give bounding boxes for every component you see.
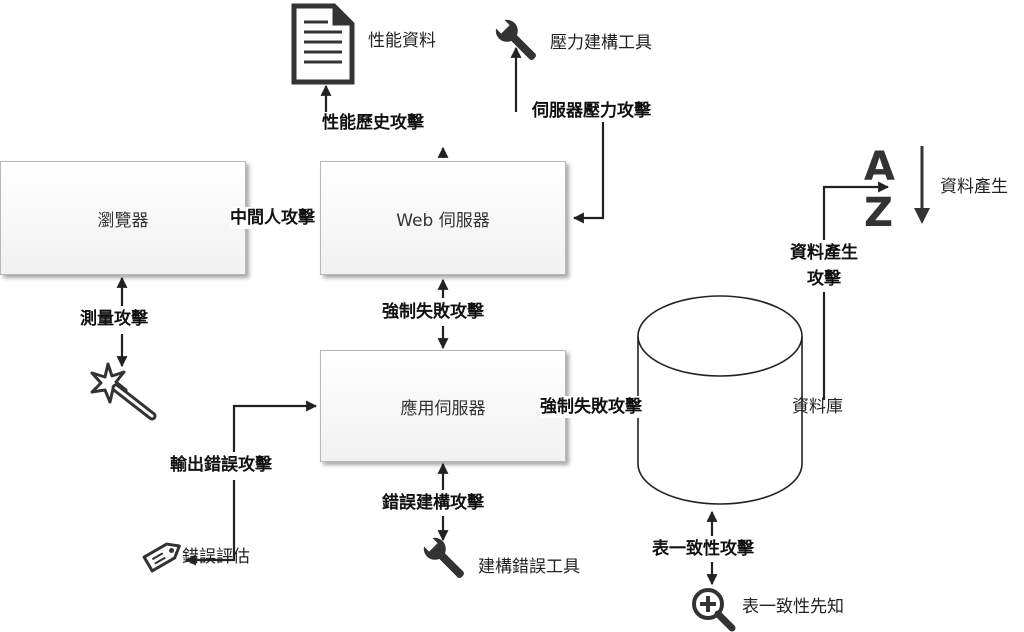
tag-icon bbox=[142, 542, 181, 573]
caption-database: 資料庫 bbox=[792, 397, 843, 417]
label-perf-history-attack: 性能歷史攻擊 bbox=[322, 112, 424, 134]
zoom-in-icon bbox=[692, 588, 736, 632]
caption-error-eval: 錯誤評估 bbox=[182, 547, 250, 567]
browser-label: 瀏覽器 bbox=[97, 210, 149, 231]
edge-output-error bbox=[184, 480, 236, 566]
a-z-sort-icon: A Z bbox=[864, 144, 930, 228]
label-output-error-attack: 輸出錯誤攻擊 bbox=[170, 454, 272, 476]
label-mitm-attack: 中間人攻擊 bbox=[230, 207, 315, 229]
caption-data-gen: 資料產生 bbox=[940, 177, 1008, 197]
browser-node: 瀏覽器 bbox=[0, 161, 246, 275]
wrench-icon bbox=[493, 17, 536, 60]
wrench-icon bbox=[421, 535, 464, 578]
caption-build-error-tool: 建構錯誤工具 bbox=[478, 557, 580, 577]
document-icon bbox=[291, 3, 355, 85]
web-server-node: Web 伺服器 bbox=[320, 161, 566, 275]
label-forced-fail-db: 強制失敗攻擊 bbox=[540, 396, 642, 418]
web-server-label: Web 伺服器 bbox=[396, 210, 490, 231]
label-data-gen-attack-line2: 攻擊 bbox=[807, 269, 841, 289]
caption-stress-tool: 壓力建構工具 bbox=[550, 33, 652, 53]
label-measurement-attack: 測量攻擊 bbox=[80, 308, 148, 330]
label-server-stress-attack: 伺服器壓力攻擊 bbox=[532, 100, 651, 122]
label-data-gen-attack: 資料產生 攻擊 bbox=[780, 242, 868, 290]
caption-schema-oracle: 表一致性先知 bbox=[742, 597, 844, 617]
app-server-label: 應用伺服器 bbox=[400, 398, 486, 419]
label-data-gen-attack-line1: 資料產生 bbox=[790, 243, 858, 263]
svg-text:Z: Z bbox=[864, 190, 893, 228]
label-forced-fail-web-app: 強制失敗攻擊 bbox=[382, 301, 484, 323]
app-server-node: 應用伺服器 bbox=[320, 350, 566, 462]
label-build-error-attack: 錯誤建構攻擊 bbox=[382, 492, 484, 514]
svg-text:A: A bbox=[864, 144, 895, 190]
caption-perf-data: 性能資料 bbox=[368, 31, 436, 51]
magic-wand-icon bbox=[90, 362, 157, 421]
label-schema-consistency-attack: 表一致性攻擊 bbox=[652, 538, 754, 560]
database-cylinder bbox=[637, 295, 803, 505]
